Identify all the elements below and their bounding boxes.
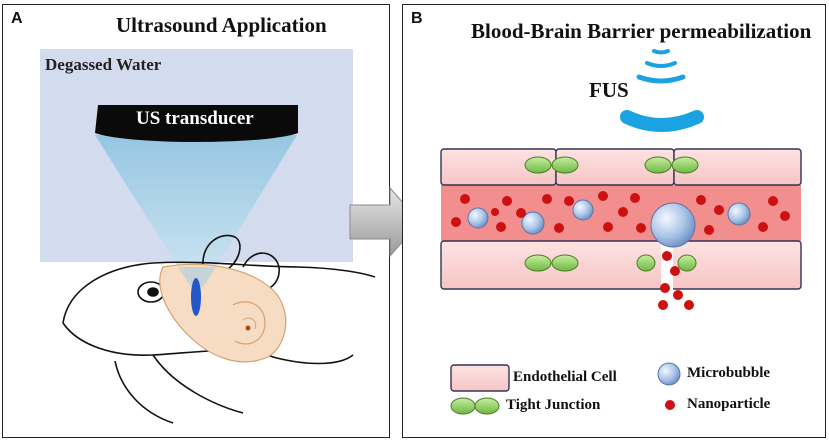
endothelial-cells-top [440,148,802,186]
panel-b-illustration [440,49,802,415]
tight-junctions-top [524,156,699,174]
panel-b: B Blood-Brain Barrier permeabilization F… [402,4,826,438]
ultrasound-wave-icon [620,49,704,132]
rat-ear [202,234,241,272]
legend-endothelial-cell-icon [450,364,510,392]
panel-b-letter: B [411,10,423,27]
degassed-water-label: Degassed Water [45,55,162,74]
rat-brain [159,263,287,363]
legend-tight-junction-icon [450,397,500,415]
panel-a-title: Ultrasound Application [116,13,327,37]
microbubbles [467,199,751,248]
legend-nanoparticle-icon [665,400,675,410]
fus-label: FUS [589,78,629,102]
large-microbubble [650,202,696,248]
nanoparticles [451,191,790,310]
legend-tight-junction-label: Tight Junction [506,397,601,413]
panel-b-title: Blood-Brain Barrier permeabilization [471,19,812,43]
focal-spot [191,278,201,316]
tight-junctions-bottom [524,254,697,272]
ultrasound-beam [95,135,297,267]
panel-a: A Ultrasound Application Degassed Water … [2,4,390,438]
endothelial-cells-bottom [440,240,802,290]
legend-endothelial-cell-label: Endothelial Cell [513,369,617,385]
us-transducer [95,105,298,142]
legend-nanoparticle-label: Nanoparticle [687,396,771,412]
legend-microbubble-label: Microbubble [687,365,771,381]
transducer-label: US transducer [136,108,254,129]
legend-microbubble-icon [657,362,681,386]
panel-a-letter: A [11,10,23,27]
panel-a-illustration [40,49,376,424]
